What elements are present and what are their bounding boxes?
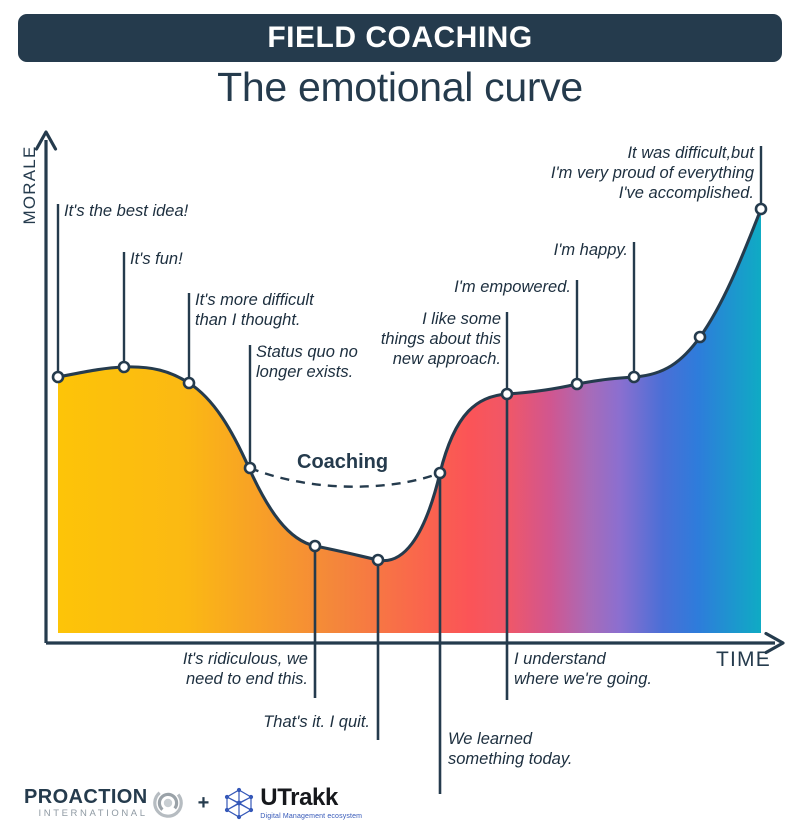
proaction-tagline: INTERNATIONAL bbox=[38, 808, 148, 820]
data-point-p8 bbox=[500, 387, 514, 401]
curve-area-fill bbox=[58, 209, 761, 633]
data-point-p6 bbox=[371, 553, 385, 567]
proaction-logo: PROACTION INTERNATIONAL bbox=[24, 787, 148, 819]
data-point-p1 bbox=[51, 370, 65, 384]
annotation-i-understand: I understand where we're going. bbox=[514, 650, 652, 688]
utrakk-network-icon bbox=[225, 787, 254, 820]
data-point-p2 bbox=[117, 360, 131, 374]
annotation-status-quo: Status quo no longer exists. bbox=[256, 343, 358, 381]
data-point-p7 bbox=[433, 466, 447, 480]
data-point-p3 bbox=[182, 376, 196, 390]
annotation-its-fun: It's fun! bbox=[130, 250, 183, 268]
annotation-more-difficult: It's more difficult than I thought. bbox=[195, 291, 314, 329]
y-axis-label: MORALE bbox=[20, 145, 39, 225]
data-point-p10 bbox=[627, 370, 641, 384]
annotation-im-happy: I'm happy. bbox=[553, 241, 628, 259]
footer-logos: PROACTION INTERNATIONAL + bbox=[24, 780, 362, 826]
annotation-thats-it-i-quit: That's it. I quit. bbox=[263, 713, 370, 731]
header-badge: FIELD COACHING bbox=[18, 14, 782, 62]
coaching-label: Coaching bbox=[297, 451, 389, 473]
y-axis-arrow bbox=[34, 130, 58, 151]
proaction-wordmark: PROACTION bbox=[24, 786, 148, 809]
data-point-p9 bbox=[570, 377, 584, 391]
data-point-p11 bbox=[693, 330, 707, 344]
annotation-its-ridiculous: It's ridiculous, we need to end this. bbox=[182, 650, 308, 688]
annotation-im-empowered: I'm empowered. bbox=[454, 278, 571, 296]
annotation-i-like-some-things: I like some things about this new approa… bbox=[380, 310, 501, 368]
coaching-dashed-curve bbox=[249, 466, 441, 488]
annotation-it-was-difficult: It was difficult,but I'm very proud of e… bbox=[550, 144, 754, 202]
annotation-we-learned-something: We learned something today. bbox=[448, 730, 573, 768]
utrakk-tagline: Digital Management ecosystem bbox=[260, 813, 363, 820]
x-axis-label: TIME bbox=[716, 648, 771, 671]
plus-separator: + bbox=[197, 791, 210, 814]
utrakk-wordmark: UTrakk bbox=[260, 784, 338, 811]
page-title: The emotional curve bbox=[217, 64, 583, 110]
utrakk-logo: UTrakk Digital Management ecosystem bbox=[222, 786, 362, 820]
data-point-p12 bbox=[754, 202, 768, 216]
annotation-its-the-best-idea: It's the best idea! bbox=[64, 202, 189, 220]
data-point-p4 bbox=[243, 461, 257, 475]
proaction-spiral-icon bbox=[152, 788, 183, 818]
x-axis-arrow bbox=[764, 631, 785, 655]
header-title: FIELD COACHING bbox=[267, 21, 533, 54]
data-point-p5 bbox=[308, 539, 322, 553]
